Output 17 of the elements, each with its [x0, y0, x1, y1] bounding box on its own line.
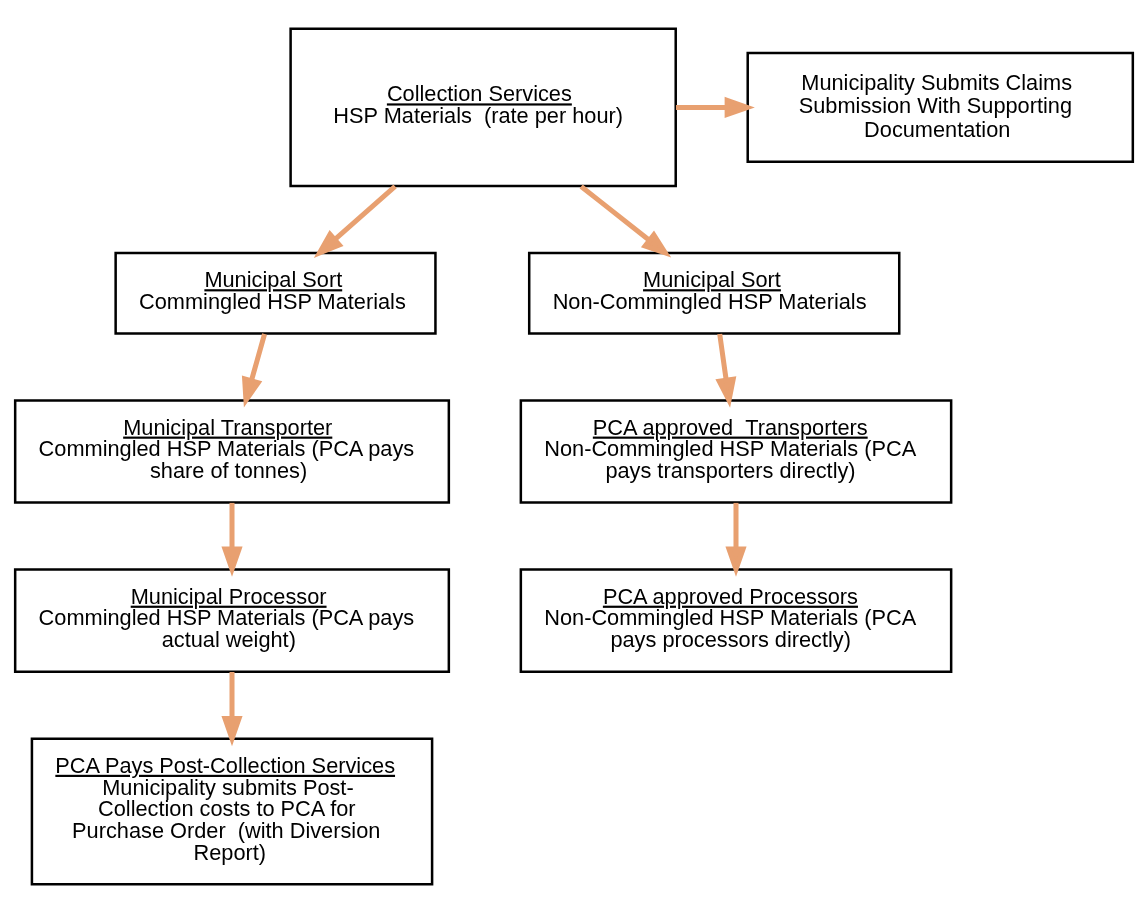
arrow — [241, 333, 267, 408]
node-box: PCA approved Processors Non-Commingled HSP Materials (PCA pays processors directly) — [519, 568, 953, 673]
arrow — [579, 184, 672, 258]
arrow — [676, 96, 755, 118]
arrow — [715, 333, 737, 408]
node-box: Municipal Sort Commingled HSP Materials — [114, 251, 437, 335]
node-box: Municipal Transporter Commingled HSP Materials (PCA pays share of tonnes) — [13, 399, 451, 504]
node-box: Municipality Submits Claims Submission With Supporting Documentation — [746, 51, 1135, 164]
node-box: PCA Pays Post-Collection Services Municipality submits Post-Collection costs to PCA for Purchase Order (with Diversion Report) — [30, 737, 434, 886]
arrow — [221, 502, 243, 577]
arrow — [221, 672, 243, 747]
node-box: Municipal Sort Non-Commingled HSP Materials — [527, 251, 901, 335]
node-box: Collection Services HSP Materials (rate per hour) — [289, 27, 677, 188]
arrow — [313, 184, 397, 258]
arrow — [725, 502, 747, 577]
node-box: PCA approved Transporters Non-Commingled HSP Materials (PCA pays transporters directly) — [519, 399, 953, 504]
node-box: Municipal Processor Commingled HSP Materials (PCA pays actual weight) — [13, 568, 451, 673]
